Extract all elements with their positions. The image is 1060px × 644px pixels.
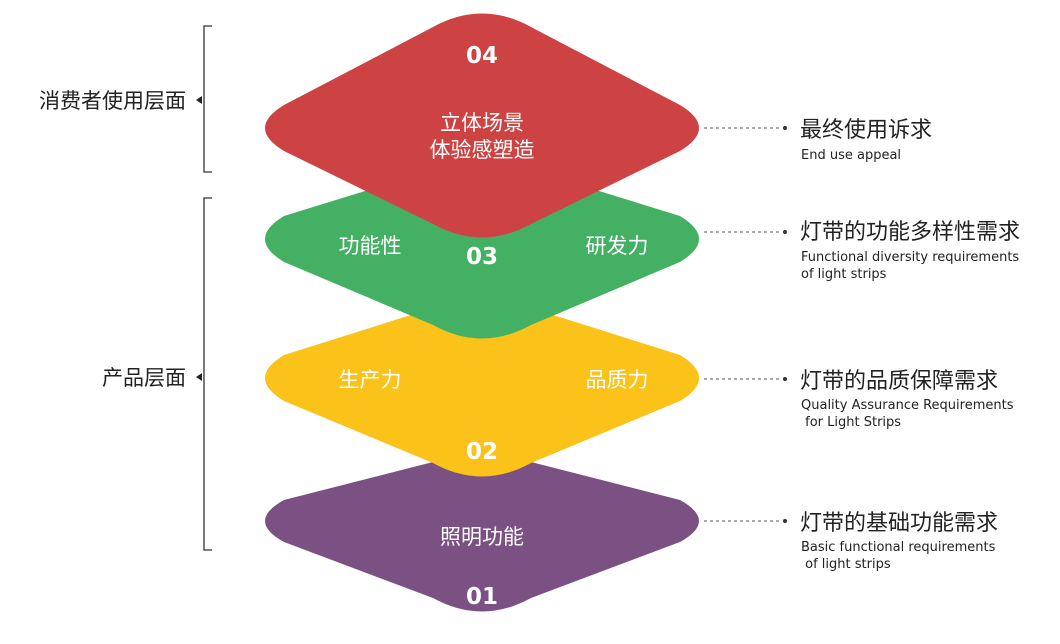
layer-04-label-line1: 立体场景: [440, 111, 524, 135]
layer-02-shape: [265, 294, 699, 477]
bracket-consumer-level: [196, 25, 212, 173]
annotation-01-title: 灯带的基础功能需求: [800, 511, 998, 536]
connector-01: [704, 519, 787, 523]
layer-02-left-label: 生产力: [339, 368, 402, 392]
layer-04-label-line2: 体验感塑造: [430, 138, 535, 162]
annotation-02-title: 灯带的品质保障需求: [800, 369, 998, 394]
layer-01-label: 照明功能: [440, 525, 524, 549]
connector-03: [704, 230, 787, 234]
layer-04-shape: [265, 13, 699, 238]
bracket-product-level: [196, 197, 212, 551]
layer-01-number: 01: [466, 584, 498, 610]
layer-03-number: 03: [466, 244, 498, 270]
left-label-consumer: 消费者使用层面: [39, 89, 186, 113]
annotation-01-subtitle-line1: Basic functional requirements: [801, 540, 996, 555]
layer-03-shape: [265, 156, 699, 339]
layer-03-left-label: 功能性: [339, 234, 402, 258]
layer-01-shape: [265, 448, 699, 612]
annotation-03-title: 灯带的功能多样性需求: [800, 220, 1020, 245]
annotation-03-subtitle-line2: of light strips: [801, 267, 887, 282]
layer-04-number: 04: [466, 43, 498, 69]
annotation-04-title: 最终使用诉求: [800, 118, 932, 143]
connector-04: [704, 126, 787, 130]
layer-02-right-label: 品质力: [586, 368, 649, 392]
annotation-02-subtitle-line1: Quality Assurance Requirements: [801, 398, 1014, 413]
annotation-04-subtitle: End use appeal: [801, 148, 901, 163]
annotation-02-subtitle-line2: for Light Strips: [801, 415, 901, 430]
layer-03-right-label: 研发力: [586, 234, 649, 258]
annotation-03-subtitle-line1: Functional diversity requirements: [801, 250, 1019, 265]
annotation-01-subtitle-line2: of light strips: [801, 557, 891, 572]
connector-02: [704, 377, 787, 381]
layer-02-number: 02: [466, 439, 498, 465]
left-label-product: 产品层面: [102, 366, 186, 390]
